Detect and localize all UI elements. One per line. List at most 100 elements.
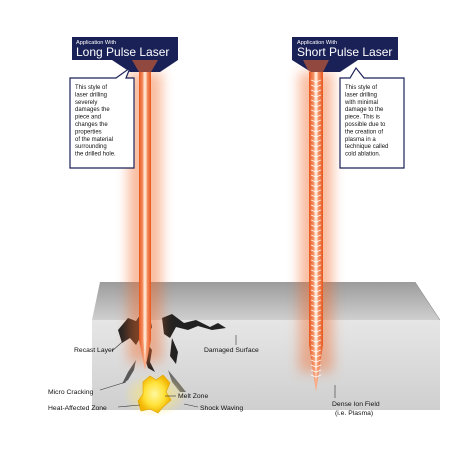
pulse-segment xyxy=(310,164,322,168)
melt-zone xyxy=(137,374,172,414)
description-line: properties xyxy=(75,129,102,135)
pulse-segment xyxy=(310,194,322,198)
pulse-segment xyxy=(310,124,322,128)
right-header-title: Short Pulse Laser xyxy=(297,45,392,59)
pulse-segment xyxy=(310,329,322,333)
description-line: laser drilling xyxy=(75,92,107,98)
label-micro-cracking: Micro Cracking xyxy=(48,389,94,396)
description-line: severely xyxy=(75,100,97,106)
pulse-segment xyxy=(310,359,322,363)
pulse-segment xyxy=(310,314,322,318)
pulse-segment xyxy=(310,259,322,263)
pulse-segment xyxy=(310,284,322,288)
long-pulse-beam xyxy=(128,72,162,370)
pulse-segment xyxy=(310,319,322,323)
label-damaged-surface: Damaged Surface xyxy=(204,347,259,354)
pulse-segment xyxy=(310,354,322,358)
right-header-subtitle: Application With xyxy=(297,40,337,46)
description-line: with minimal xyxy=(344,100,378,106)
pulse-segment xyxy=(310,344,322,348)
pulse-segment xyxy=(310,154,322,158)
pulse-segment xyxy=(310,279,322,283)
pulse-segment xyxy=(310,149,322,153)
pulse-segment xyxy=(310,189,322,193)
pulse-segment xyxy=(310,209,322,213)
pulse-segment xyxy=(310,159,322,163)
description-line: plasma in a xyxy=(345,137,376,143)
description-line: possible due to xyxy=(345,122,386,128)
left-header-subtitle: Application With xyxy=(76,40,116,46)
pulse-segment xyxy=(310,249,322,253)
pulse-segment xyxy=(310,199,322,203)
short-pulse-beam xyxy=(299,72,333,392)
pulse-segment xyxy=(310,229,322,233)
pulse-segment xyxy=(310,84,322,88)
pulse-segment xyxy=(310,79,322,83)
pulse-segment xyxy=(310,234,322,238)
pulse-segment xyxy=(310,349,322,353)
pulse-segment xyxy=(310,89,322,93)
pulse-segment xyxy=(310,219,322,223)
pulse-segment xyxy=(310,104,322,108)
pulse-segment xyxy=(310,254,322,258)
right-laser-header: Application With Short Pulse Laser xyxy=(292,37,398,72)
pulse-segment xyxy=(310,179,322,183)
description-line: cold ablation. xyxy=(345,152,381,158)
pulse-segment xyxy=(310,274,322,278)
pulse-segments xyxy=(310,79,322,378)
description-line: technique called xyxy=(345,144,388,150)
description-line: surrounding xyxy=(75,144,107,150)
pulse-segment xyxy=(310,119,322,123)
pulse-segment xyxy=(310,324,322,328)
left-header-title: Long Pulse Laser xyxy=(76,45,169,59)
pulse-segment xyxy=(310,109,322,113)
pulse-segment xyxy=(310,204,322,208)
description-line: damage to the xyxy=(345,107,384,113)
left-laser-header: Application With Long Pulse Laser xyxy=(72,37,178,72)
pulse-segment xyxy=(310,134,322,138)
pulse-segment xyxy=(310,294,322,298)
description-line: changes the xyxy=(75,122,108,128)
label-dense-ion-field: Dense Ion Field xyxy=(332,401,380,408)
pulse-segment xyxy=(310,184,322,188)
description-line: piece and xyxy=(75,115,101,121)
description-line: of the material xyxy=(75,137,113,143)
pulse-segment xyxy=(310,139,322,143)
description-line: the drilled hole. xyxy=(75,152,116,158)
pulse-segment xyxy=(310,364,322,368)
label-plasma: (i.e. Plasma) xyxy=(335,410,373,417)
pulse-segment xyxy=(310,374,322,378)
description-line: This style of xyxy=(75,85,107,91)
pulse-segment xyxy=(310,129,322,133)
pulse-segment xyxy=(310,339,322,343)
pulse-segment xyxy=(310,369,322,373)
pulse-segment xyxy=(310,144,322,148)
pulse-segment xyxy=(310,304,322,308)
pulse-segment xyxy=(310,169,322,173)
pulse-segment xyxy=(310,264,322,268)
description-line: damages the xyxy=(75,107,110,113)
pulse-segment xyxy=(310,289,322,293)
label-shock-waving: Shock Waving xyxy=(200,405,243,412)
pulse-segment xyxy=(310,239,322,243)
pulse-segment xyxy=(310,214,322,218)
description-line: This style of xyxy=(345,85,377,91)
pulse-segment xyxy=(310,269,322,273)
pulse-segment xyxy=(310,114,322,118)
pulse-segment xyxy=(310,244,322,248)
pulse-segment xyxy=(310,299,322,303)
pulse-segment xyxy=(310,309,322,313)
label-melt-zone: Melt Zone xyxy=(178,393,208,400)
pulse-segment xyxy=(310,99,322,103)
description-line: laser drilling xyxy=(345,92,377,98)
callout-leaders xyxy=(99,335,336,408)
pulse-segment xyxy=(310,334,322,338)
label-heat-affected-zone: Heat-Affected Zone xyxy=(48,405,107,412)
pulse-segment xyxy=(310,94,322,98)
description-line: piece. This is xyxy=(345,115,380,121)
